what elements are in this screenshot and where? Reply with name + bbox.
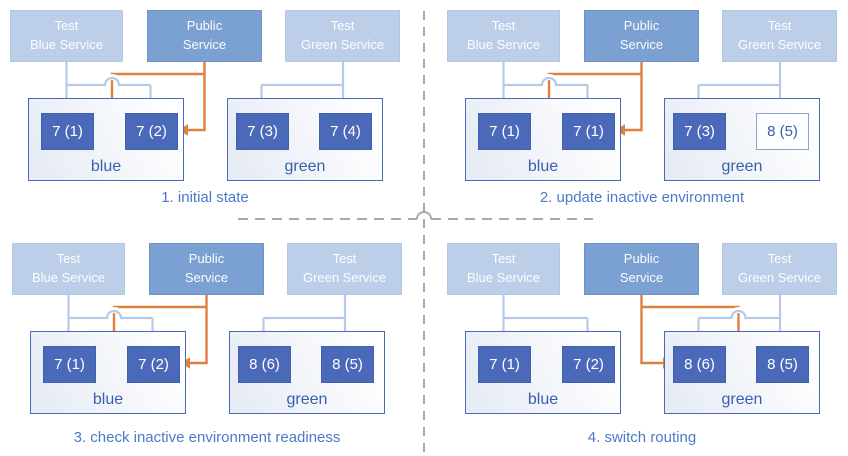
pod: 7 (1) — [478, 346, 531, 383]
pod: 7 (1) — [41, 113, 94, 150]
test-green-service-box: Test Green Service — [722, 243, 837, 295]
service-label-line: Public — [623, 18, 660, 34]
service-label-line: Public — [188, 251, 225, 267]
environment-label: blue — [527, 391, 559, 408]
pod: 7 (2) — [562, 346, 615, 383]
service-label-line: Test — [330, 18, 355, 34]
panel-initial-state: Test Blue Service Public Service Test Gr… — [0, 0, 424, 228]
environment-label: green — [286, 391, 328, 408]
panel-check-readiness: Test Blue Service Public Service Test Gr… — [2, 233, 426, 456]
test-green-service-box: Test Green Service — [285, 10, 400, 62]
service-label-line: Test — [491, 18, 516, 34]
test-blue-service-box: Test Blue Service — [10, 10, 123, 62]
service-label-line: Test — [54, 18, 79, 34]
blue-environment-box: 7 (1) 7 (2) blue — [30, 331, 186, 414]
test-blue-service-box: Test Blue Service — [447, 243, 560, 295]
pod: 7 (4) — [319, 113, 372, 150]
test-blue-service-box: Test Blue Service — [447, 10, 560, 62]
pod-staged: 8 (5) — [756, 113, 809, 150]
blue-environment-box: 7 (1) 7 (2) blue — [28, 98, 184, 181]
service-label-line: Green Service — [302, 270, 387, 285]
service-label-line: Service — [182, 37, 227, 52]
pod: 7 (3) — [673, 113, 726, 150]
blue-environment-box: 7 (1) 7 (2) blue — [465, 331, 621, 414]
service-label-line: Public — [623, 251, 660, 267]
green-environment-box: 8 (6) 8 (5) green — [229, 331, 385, 414]
pod: 7 (2) — [127, 346, 180, 383]
pod: 8 (6) — [238, 346, 291, 383]
pod: 7 (1) — [43, 346, 96, 383]
pod: 7 (1) — [562, 113, 615, 150]
environment-label: blue — [527, 158, 559, 175]
test-green-service-box: Test Green Service — [287, 243, 402, 295]
test-green-service-box: Test Green Service — [722, 10, 837, 62]
service-label-line: Green Service — [737, 270, 822, 285]
service-label-line: Blue Service — [30, 37, 103, 52]
service-label-line: Test — [767, 18, 792, 34]
service-label-line: Service — [619, 37, 664, 52]
green-environment-box: 7 (3) 7 (4) green — [227, 98, 383, 181]
environment-label: blue — [92, 391, 124, 408]
public-service-box: Public Service — [149, 243, 264, 295]
panel-update-inactive-environment: Test Blue Service Public Service Test Gr… — [437, 0, 848, 228]
environment-label: green — [721, 391, 763, 408]
service-label-line: Blue Service — [467, 270, 540, 285]
service-label-line: Blue Service — [467, 37, 540, 52]
service-label-line: Service — [184, 270, 229, 285]
panel-switch-routing: Test Blue Service Public Service Test Gr… — [437, 233, 848, 456]
panel-caption: 3. check inactive environment readiness — [73, 429, 341, 446]
public-service-box: Public Service — [584, 10, 699, 62]
panel-caption: 2. update inactive environment — [539, 189, 745, 206]
green-environment-box: 7 (3) 8 (5) green — [664, 98, 820, 181]
pod: 8 (5) — [756, 346, 809, 383]
service-label-line: Test — [767, 251, 792, 267]
environment-label: green — [721, 158, 763, 175]
pod: 8 (5) — [321, 346, 374, 383]
environment-label: green — [284, 158, 326, 175]
public-service-box: Public Service — [147, 10, 262, 62]
service-label-line: Test — [332, 251, 357, 267]
test-blue-service-box: Test Blue Service — [12, 243, 125, 295]
service-label-line: Test — [491, 251, 516, 267]
service-label-line: Green Service — [300, 37, 385, 52]
blue-environment-box: 7 (1) 7 (1) blue — [465, 98, 621, 181]
pod: 7 (2) — [125, 113, 178, 150]
service-label-line: Test — [56, 251, 81, 267]
green-environment-box: 8 (6) 8 (5) green — [664, 331, 820, 414]
service-label-line: Service — [619, 270, 664, 285]
pod: 8 (6) — [673, 346, 726, 383]
service-label-line: Green Service — [737, 37, 822, 52]
pod: 7 (3) — [236, 113, 289, 150]
panel-caption: 4. switch routing — [587, 429, 697, 446]
service-label-line: Blue Service — [32, 270, 105, 285]
pod: 7 (1) — [478, 113, 531, 150]
environment-label: blue — [90, 158, 122, 175]
service-label-line: Public — [186, 18, 223, 34]
public-service-box: Public Service — [584, 243, 699, 295]
panel-caption: 1. initial state — [161, 189, 249, 206]
